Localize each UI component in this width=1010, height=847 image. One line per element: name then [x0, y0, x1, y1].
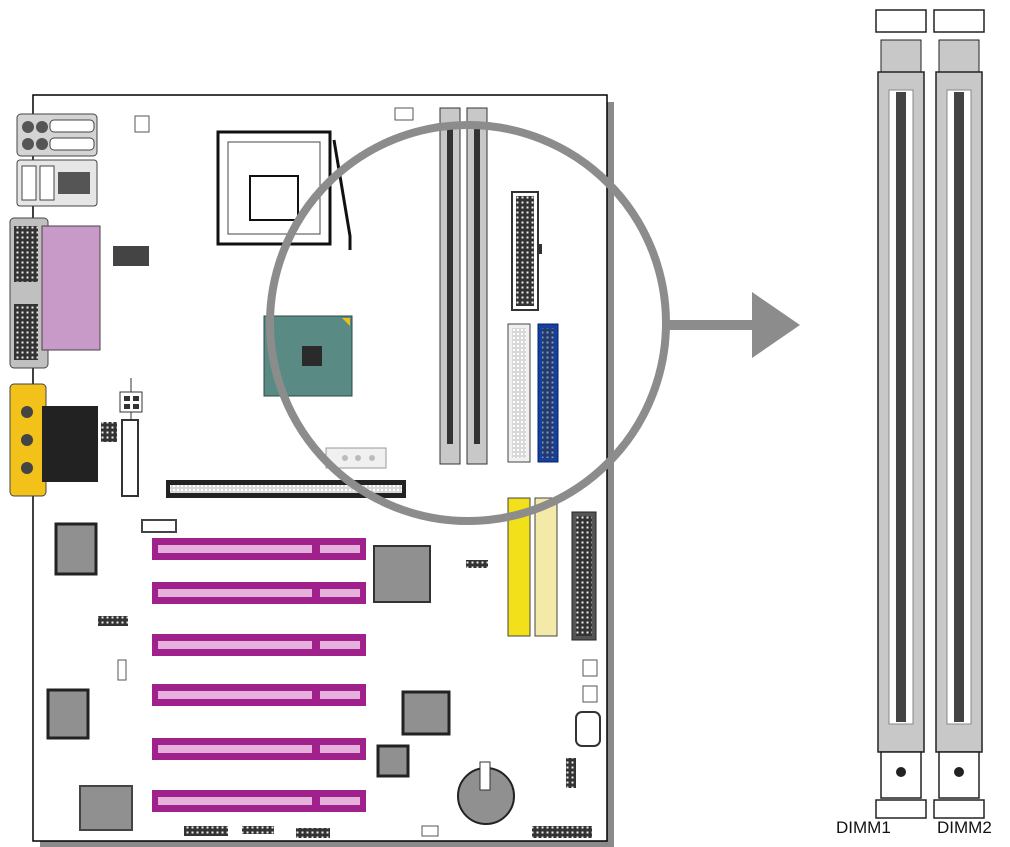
dimm2-label: DIMM2: [937, 818, 992, 837]
pci-slots: [152, 538, 366, 812]
arrow-right: [666, 292, 800, 358]
cnr-slot: [121, 419, 139, 497]
enlarged-dimm-slot-2: [933, 9, 985, 819]
jumper-block: [101, 422, 117, 442]
rear-io: [9, 113, 101, 497]
pin-headers: [98, 560, 592, 838]
dimm1-label: DIMM1: [836, 818, 891, 837]
enlarged-dimm-slot-1: [875, 9, 927, 819]
board-dimm-slots: [439, 107, 488, 465]
cmos-battery: [457, 761, 515, 825]
pci-slot-3: [152, 634, 366, 656]
pci-slot-2: [152, 582, 366, 604]
super-io-chip: [79, 785, 133, 831]
atx12v-connector: [119, 378, 143, 420]
lan-chip: [401, 690, 451, 736]
agp-slot: [166, 480, 406, 498]
ide-connectors: [507, 323, 597, 641]
ide-yellow: [507, 497, 531, 637]
atx-power-connector: [511, 191, 542, 311]
audio-game-port: [9, 383, 98, 497]
parallel-port: [9, 217, 101, 369]
cpu-socket: [216, 130, 352, 250]
ide-cream: [534, 497, 558, 637]
pci-slot-4: [152, 684, 366, 706]
audio-chip: [46, 688, 90, 740]
fan-header-3pin: [141, 519, 177, 533]
buzzer: [575, 711, 601, 747]
small-chip: [113, 246, 149, 266]
southbridge-chip: [373, 545, 431, 603]
pci-slot-5: [152, 738, 366, 760]
pci-slot-1: [152, 538, 366, 560]
fan-headers: [117, 107, 598, 837]
io-chip: [54, 522, 98, 576]
usb-lan-ports: [16, 159, 98, 207]
chipset-chips: [46, 522, 451, 831]
pci-slot-6: [152, 790, 366, 812]
ps2-ports: [16, 113, 98, 157]
bios-chip: [376, 744, 410, 778]
